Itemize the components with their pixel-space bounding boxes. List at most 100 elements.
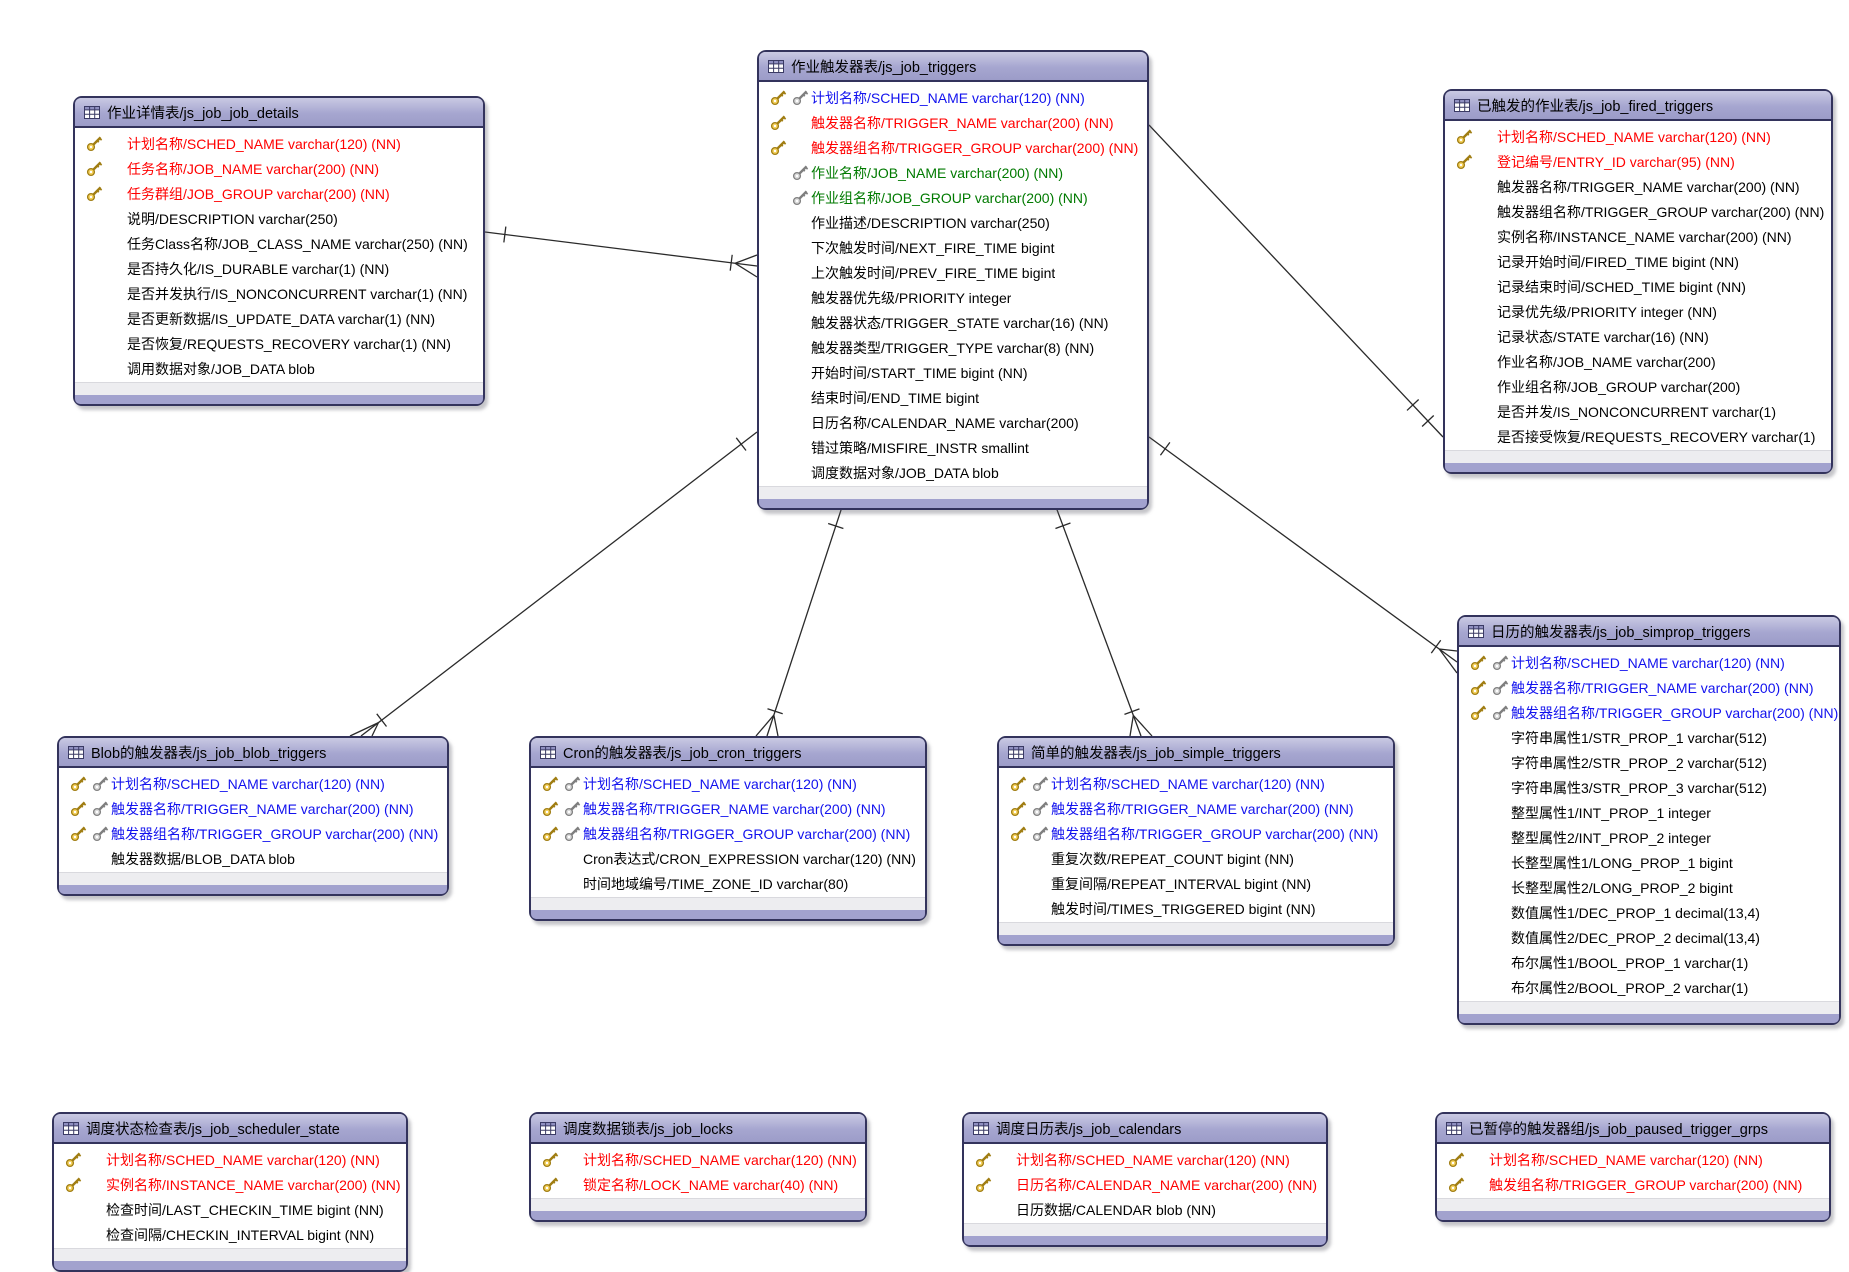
relation-crowfoot[interactable] [734,262,758,278]
field-row[interactable]: 作业描述/DESCRIPTION varchar(250) [759,210,1147,235]
relation-line-js_job_triggers-js_job_blob_triggers[interactable] [360,431,758,737]
field-row[interactable]: 任务名称/JOB_NAME varchar(200) (NN) [75,156,483,181]
field-row[interactable]: 数值属性2/DEC_PROP_2 decimal(13,4) [1459,925,1839,950]
field-row[interactable]: Cron表达式/CRON_EXPRESSION varchar(120) (NN… [531,846,925,871]
field-row[interactable]: 日历名称/CALENDAR_NAME varchar(200) (NN) [964,1172,1326,1197]
relation-one-tick[interactable] [729,254,733,271]
field-row[interactable]: 计划名称/SCHED_NAME varchar(120) (NN) [531,771,925,796]
field-row[interactable]: 计划名称/SCHED_NAME varchar(120) (NN) [964,1147,1326,1172]
field-row[interactable]: 长整型属性1/LONG_PROP_1 bigint [1459,850,1839,875]
field-row[interactable]: 错过策略/MISFIRE_INSTR smallint [759,435,1147,460]
field-row[interactable]: 记录状态/STATE varchar(16) (NN) [1445,324,1831,349]
field-row[interactable]: 计划名称/SCHED_NAME varchar(120) (NN) [1437,1147,1829,1172]
field-row[interactable]: 开始时间/START_TIME bigint (NN) [759,360,1147,385]
field-row[interactable]: 触发器名称/TRIGGER_NAME varchar(200) (NN) [531,796,925,821]
relation-crowfoot[interactable] [755,714,775,737]
relation-one-tick[interactable] [827,522,844,530]
field-row[interactable]: 计划名称/SCHED_NAME varchar(120) (NN) [75,131,483,156]
field-row[interactable]: 触发器类型/TRIGGER_TYPE varchar(8) (NN) [759,335,1147,360]
field-row[interactable]: 结束时间/END_TIME bigint [759,385,1147,410]
table-js_job_simple_triggers[interactable]: 简单的触发器表/js_job_simple_triggers 计划名称/SCHED… [997,736,1395,946]
relation-crowfoot[interactable] [734,254,758,264]
table-js_job_blob_triggers[interactable]: Blob的触发器表/js_job_blob_triggers 计划名称/SCHED… [57,736,449,896]
field-row[interactable]: 记录优先级/PRIORITY integer (NN) [1445,299,1831,324]
relation-crowfoot[interactable] [1439,648,1458,652]
table-header[interactable]: 作业触发器表/js_job_triggers [759,52,1147,82]
relation-crowfoot[interactable] [371,722,380,737]
field-row[interactable]: 字符串属性1/STR_PROP_1 varchar(512) [1459,725,1839,750]
field-row[interactable]: 数值属性1/DEC_PROP_1 decimal(13,4) [1459,900,1839,925]
relation-one-tick[interactable] [1124,708,1140,716]
field-row[interactable]: 触发器名称/TRIGGER_NAME varchar(200) (NN) [1459,675,1839,700]
field-row[interactable]: 是否接受恢复/REQUESTS_RECOVERY varchar(1) [1445,424,1831,449]
relation-one-tick[interactable] [1406,399,1420,411]
field-row[interactable]: 上次触发时间/PREV_FIRE_TIME bigint [759,260,1147,285]
table-header[interactable]: 已暂停的触发器组/js_job_paused_trigger_grps [1437,1114,1829,1144]
table-header[interactable]: 作业详情表/js_job_job_details [75,98,483,128]
field-row[interactable]: 触发器状态/TRIGGER_STATE varchar(16) (NN) [759,310,1147,335]
relation-one-tick[interactable] [1430,639,1442,654]
relation-line-js_job_triggers-js_job_fired_triggers[interactable] [1148,124,1444,438]
relation-crowfoot[interactable] [773,714,779,737]
field-row[interactable]: 是否持久化/IS_DURABLE varchar(1) (NN) [75,256,483,281]
relation-one-tick[interactable] [767,708,783,715]
relation-line-js_job_triggers-js_job_simprop_triggers[interactable] [1148,436,1458,663]
field-row[interactable]: 任务Class名称/JOB_CLASS_NAME varchar(250) (N… [75,231,483,256]
table-js_job_triggers[interactable]: 作业触发器表/js_job_triggers 计划名称/SCHED_NAME va… [757,50,1149,510]
table-header[interactable]: Blob的触发器表/js_job_blob_triggers [59,738,447,768]
table-header[interactable]: 简单的触发器表/js_job_simple_triggers [999,738,1393,768]
field-row[interactable]: 计划名称/SCHED_NAME varchar(120) (NN) [1459,650,1839,675]
field-row[interactable]: 调度数据对象/JOB_DATA blob [759,460,1147,485]
field-row[interactable]: 触发器组名称/TRIGGER_GROUP varchar(200) (NN) [59,821,447,846]
relation-crowfoot[interactable] [349,722,379,737]
relation-line-js_job_triggers-js_job_cron_triggers[interactable] [766,506,843,737]
field-row[interactable]: 触发组名称/TRIGGER_GROUP varchar(200) (NN) [1437,1172,1829,1197]
table-js_job_calendars[interactable]: 调度日历表/js_job_calendars 计划名称/SCHED_NAME va… [962,1112,1328,1247]
relation-crowfoot[interactable] [1132,714,1153,737]
field-row[interactable]: 整型属性2/INT_PROP_2 integer [1459,825,1839,850]
field-row[interactable]: 触发器名称/TRIGGER_NAME varchar(200) (NN) [999,796,1393,821]
field-row[interactable]: 是否并发执行/IS_NONCONCURRENT varchar(1) (NN) [75,281,483,306]
field-row[interactable]: 是否恢复/REQUESTS_RECOVERY varchar(1) (NN) [75,331,483,356]
field-row[interactable]: 计划名称/SCHED_NAME varchar(120) (NN) [59,771,447,796]
field-row[interactable]: 计划名称/SCHED_NAME varchar(120) (NN) [531,1147,865,1172]
field-row[interactable]: 计划名称/SCHED_NAME varchar(120) (NN) [1445,124,1831,149]
table-header[interactable]: 调度日历表/js_job_calendars [964,1114,1326,1144]
field-row[interactable]: 检查时间/LAST_CHECKIN_TIME bigint (NN) [54,1197,406,1222]
field-row[interactable]: 作业组名称/JOB_GROUP varchar(200) [1445,374,1831,399]
field-row[interactable]: 检查间隔/CHECKIN_INTERVAL bigint (NN) [54,1222,406,1247]
field-row[interactable]: 字符串属性3/STR_PROP_3 varchar(512) [1459,775,1839,800]
field-row[interactable]: 布尔属性1/BOOL_PROP_1 varchar(1) [1459,950,1839,975]
field-row[interactable]: 时间地域编号/TIME_ZONE_ID varchar(80) [531,871,925,896]
field-row[interactable]: 实例名称/INSTANCE_NAME varchar(200) (NN) [1445,224,1831,249]
field-row[interactable]: 作业组名称/JOB_GROUP varchar(200) (NN) [759,185,1147,210]
table-header[interactable]: 日历的触发器表/js_job_simprop_triggers [1459,617,1839,647]
field-row[interactable]: 触发器组名称/TRIGGER_GROUP varchar(200) (NN) [1445,199,1831,224]
field-row[interactable]: 触发器名称/TRIGGER_NAME varchar(200) (NN) [1445,174,1831,199]
field-row[interactable]: 布尔属性2/BOOL_PROP_2 varchar(1) [1459,975,1839,1000]
table-js_job_paused_trigger_grps[interactable]: 已暂停的触发器组/js_job_paused_trigger_grps 计划名称/… [1435,1112,1831,1222]
field-row[interactable]: 登记编号/ENTRY_ID varchar(95) (NN) [1445,149,1831,174]
field-row[interactable]: 触发器组名称/TRIGGER_GROUP varchar(200) (NN) [759,135,1147,160]
relation-crowfoot[interactable] [1438,648,1458,674]
field-row[interactable]: 触发器数据/BLOB_DATA blob [59,846,447,871]
field-row[interactable]: 日历数据/CALENDAR blob (NN) [964,1197,1326,1222]
field-row[interactable]: 整型属性1/INT_PROP_1 integer [1459,800,1839,825]
relation-one-tick[interactable] [503,226,507,243]
field-row[interactable]: 计划名称/SCHED_NAME varchar(120) (NN) [759,85,1147,110]
field-row[interactable]: 计划名称/SCHED_NAME varchar(120) (NN) [999,771,1393,796]
field-row[interactable]: 触发器优先级/PRIORITY integer [759,285,1147,310]
field-row[interactable]: 触发器组名称/TRIGGER_GROUP varchar(200) (NN) [1459,700,1839,725]
field-row[interactable]: 触发器名称/TRIGGER_NAME varchar(200) (NN) [59,796,447,821]
field-row[interactable]: 触发器组名称/TRIGGER_GROUP varchar(200) (NN) [999,821,1393,846]
relation-line-js_job_job_details-js_job_triggers[interactable] [484,231,758,267]
field-row[interactable]: 日历名称/CALENDAR_NAME varchar(200) [759,410,1147,435]
field-row[interactable]: 记录结束时间/SCHED_TIME bigint (NN) [1445,274,1831,299]
field-row[interactable]: 实例名称/INSTANCE_NAME varchar(200) (NN) [54,1172,406,1197]
relation-crowfoot[interactable] [1129,715,1134,737]
relation-one-tick[interactable] [376,713,388,727]
field-row[interactable]: 触发器组名称/TRIGGER_GROUP varchar(200) (NN) [531,821,925,846]
